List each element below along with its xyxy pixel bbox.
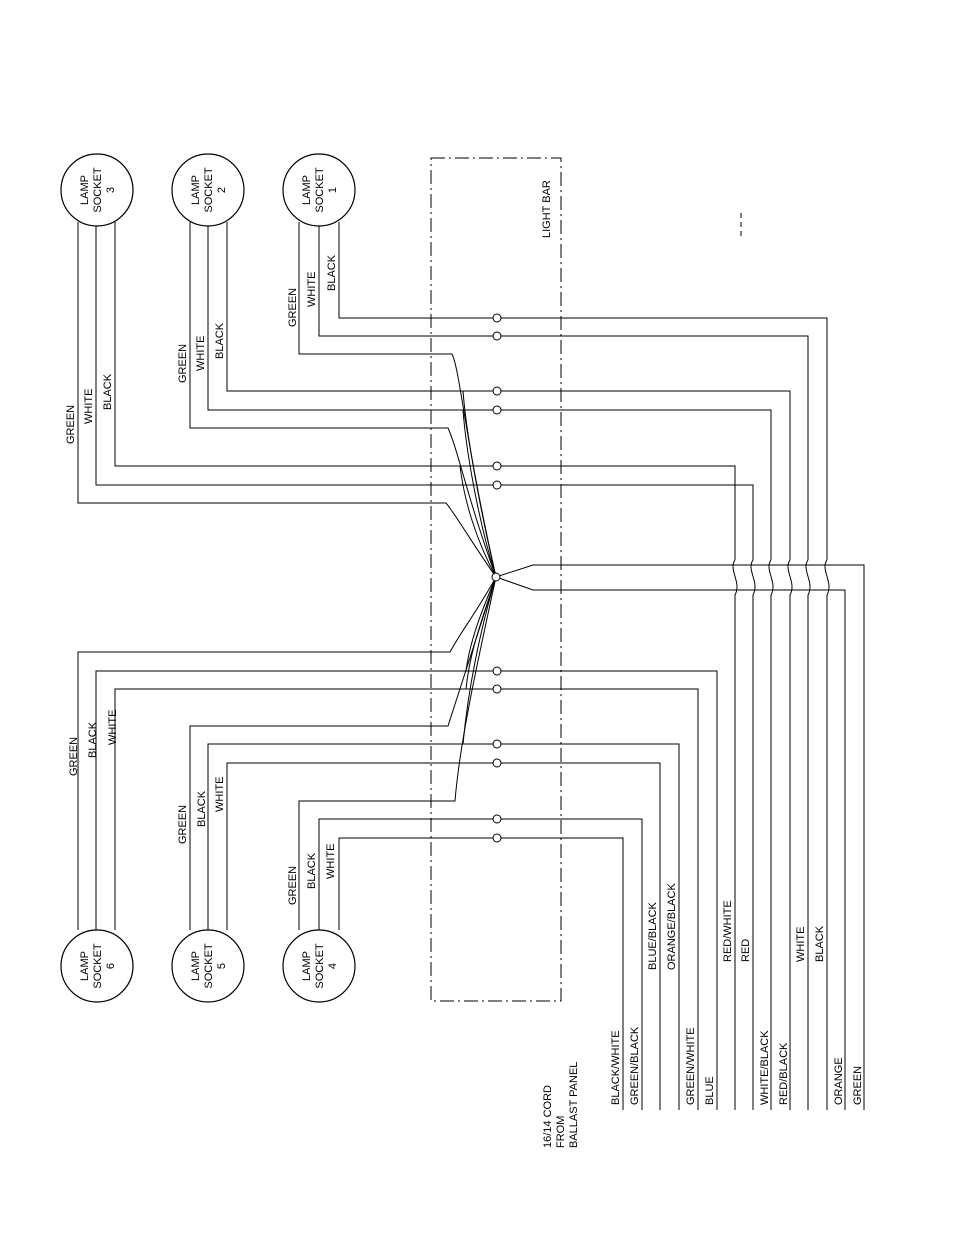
wire-label: GREEN	[287, 288, 299, 327]
wire-label: BLACK	[326, 254, 338, 291]
junction-node	[491, 572, 501, 582]
lamp-socket-1: LAMP SOCKET 1	[282, 153, 356, 227]
wire-label: WHITE	[83, 389, 95, 424]
socket-1-line-2: SOCKET	[314, 167, 326, 213]
cord-label-line-3: BALLAST PANEL	[568, 1062, 580, 1148]
wire-label: WHITE/BLACK	[759, 1030, 771, 1105]
lamp-socket-3: LAMP SOCKET 3	[60, 153, 134, 227]
wire-label: WHITE	[795, 927, 807, 962]
wire-label: RED	[740, 939, 752, 962]
wire-label: GREEN	[177, 805, 189, 844]
cord-wires	[495, 559, 865, 1110]
wire-label: BLUE	[704, 1076, 716, 1105]
wire-label: BLACK	[87, 721, 99, 758]
wire-label: GREEN	[177, 344, 189, 383]
light-bar-outline	[430, 157, 562, 1002]
cord-label: 16/14 CORD FROM BALLAST PANEL	[542, 1062, 580, 1148]
wire-label: BLACK	[196, 790, 208, 827]
wire-label: BLUE/BLACK	[647, 901, 659, 970]
wire-label: GREEN	[68, 737, 80, 776]
bar-wire-labels: BLUE/BLACK ORANGE/BLACK RED/WHITE RED WH…	[647, 883, 826, 970]
socket-6-line-3: 6	[105, 963, 117, 969]
wire-label: BLACK	[102, 373, 114, 410]
wire-label: GREEN	[852, 1066, 864, 1105]
wire-label: GREEN	[287, 866, 299, 905]
wire-label: GREEN	[65, 405, 77, 444]
wire-label: WHITE	[195, 336, 207, 371]
wire-label: BLACK	[214, 322, 226, 359]
wire-label: RED/WHITE	[722, 900, 734, 962]
connector-dots	[492, 313, 502, 843]
wire-label: WHITE	[306, 272, 318, 307]
wire-label: ORANGE	[833, 1057, 845, 1105]
lamp-socket-5: LAMP SOCKET 5	[171, 929, 245, 1003]
lamp-socket-2: LAMP SOCKET 2	[171, 153, 245, 227]
socket-5-line-1: LAMP	[190, 951, 202, 981]
wire-label: WHITE	[214, 777, 226, 812]
wire-label: ORANGE/BLACK	[666, 883, 678, 970]
lamp-socket-4: LAMP SOCKET 4	[282, 929, 356, 1003]
socket-4-line-2: SOCKET	[314, 943, 326, 989]
light-bar-label: LIGHT BAR	[541, 180, 553, 238]
wire-label: GREEN/BLACK	[629, 1026, 641, 1105]
socket-5-line-3: 5	[216, 963, 228, 969]
upper-socket-wires	[77, 222, 828, 578]
wire-label: BLACK/WHITE	[610, 1030, 622, 1105]
socket-1-line-3: 1	[327, 187, 339, 193]
socket-2-line-3: 2	[216, 187, 228, 193]
wire-label: WHITE	[325, 844, 337, 879]
socket-5-line-2: SOCKET	[203, 943, 215, 989]
cord-label-line-2: FROM	[555, 1116, 567, 1148]
cord-wire-labels: BLACK/WHITE GREEN/BLACK GREEN/WHITE BLUE…	[610, 1026, 864, 1105]
wire-label: GREEN/WHITE	[685, 1027, 697, 1105]
socket-wire-labels: GREEN WHITE BLACK GREEN WHITE BLACK GREE…	[65, 254, 338, 905]
socket-4-line-1: LAMP	[301, 951, 313, 981]
wire-label: BLACK	[306, 852, 318, 889]
lamp-socket-6: LAMP SOCKET 6	[60, 929, 134, 1003]
lower-socket-wires	[77, 576, 718, 1110]
socket-4-line-3: 4	[327, 963, 339, 969]
socket-3-line-1: LAMP	[79, 175, 91, 205]
socket-1-line-1: LAMP	[301, 175, 313, 205]
socket-2-line-1: LAMP	[190, 175, 202, 205]
wire-label: RED/BLACK	[778, 1042, 790, 1105]
wire-label: BLACK	[814, 925, 826, 962]
socket-2-line-2: SOCKET	[203, 167, 215, 213]
socket-3-line-3: 3	[105, 187, 117, 193]
wire-label: WHITE	[107, 710, 119, 745]
cord-label-line-1: 16/14 CORD	[542, 1085, 554, 1148]
socket-6-line-2: SOCKET	[92, 943, 104, 989]
socket-3-line-2: SOCKET	[92, 167, 104, 213]
socket-6-line-1: LAMP	[79, 951, 91, 981]
